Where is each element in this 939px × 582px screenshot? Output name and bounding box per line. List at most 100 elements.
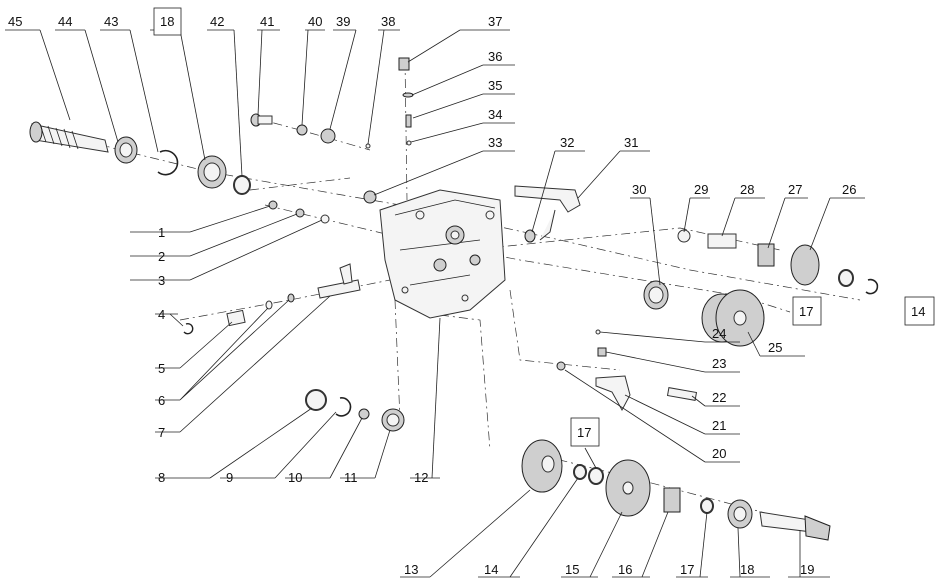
callout-15: 15 bbox=[565, 562, 579, 577]
callout-8: 8 bbox=[158, 470, 165, 485]
callout-28: 28 bbox=[740, 182, 754, 197]
part-shaft-45 bbox=[29, 121, 109, 153]
part-gear-26 bbox=[790, 244, 820, 286]
part-housing-12 bbox=[379, 189, 506, 319]
callout-3: 3 bbox=[158, 273, 165, 288]
callout-6: 6 bbox=[158, 393, 165, 408]
part-17c bbox=[700, 498, 714, 514]
part-sleeve-28 bbox=[707, 233, 737, 249]
callout-24: 24 bbox=[712, 326, 726, 341]
callout-25: 25 bbox=[768, 340, 782, 355]
part-pin-38 bbox=[365, 143, 371, 149]
callout-22: 22 bbox=[712, 390, 726, 405]
boxed-label-frames bbox=[153, 7, 935, 447]
part-gear-25 bbox=[701, 289, 765, 347]
part-5 bbox=[226, 309, 246, 327]
callout-labels: 45 44 43 18 42 41 40 39 38 37 36 35 34 3… bbox=[8, 14, 925, 577]
part-seal-44 bbox=[114, 136, 138, 164]
callout-29: 29 bbox=[694, 182, 708, 197]
callout-11: 11 bbox=[344, 470, 358, 485]
part-10 bbox=[358, 408, 370, 420]
part-20 bbox=[556, 361, 566, 371]
part-3 bbox=[320, 214, 330, 224]
part-gear-15 bbox=[605, 459, 651, 517]
callout-10: 10 bbox=[288, 470, 302, 485]
leader-lines bbox=[5, 29, 865, 578]
callout-9: 9 bbox=[226, 470, 233, 485]
part-2 bbox=[295, 208, 305, 218]
callout-41: 41 bbox=[260, 14, 274, 29]
part-bearing-27 bbox=[757, 243, 775, 267]
part-ring-42 bbox=[233, 175, 251, 195]
part-1 bbox=[268, 200, 278, 210]
part-24 bbox=[595, 329, 601, 335]
part-22 bbox=[666, 387, 698, 401]
part-8 bbox=[305, 389, 327, 411]
part-shift-shaft-7 bbox=[317, 263, 361, 299]
part-circlip-43 bbox=[157, 149, 179, 176]
callout-34: 34 bbox=[488, 107, 502, 122]
callout-39: 39 bbox=[336, 14, 350, 29]
callout-31: 31 bbox=[624, 135, 638, 150]
part-bearing-11 bbox=[381, 408, 405, 432]
callout-13: 13 bbox=[404, 562, 418, 577]
part-circlip-9 bbox=[335, 397, 352, 417]
callout-26: 26 bbox=[842, 182, 856, 197]
callout-45: 45 bbox=[8, 14, 22, 29]
callout-32: 32 bbox=[560, 135, 574, 150]
callout-5: 5 bbox=[158, 361, 165, 376]
part-21 bbox=[595, 375, 631, 412]
callout-23: 23 bbox=[712, 356, 726, 371]
callout-44: 44 bbox=[58, 14, 72, 29]
callout-17-boxed-right: 17 bbox=[799, 304, 813, 319]
parts bbox=[29, 57, 879, 541]
part-bolt-41 bbox=[250, 113, 273, 127]
callout-18-bottom: 18 bbox=[740, 562, 754, 577]
callout-16: 16 bbox=[618, 562, 632, 577]
callout-7: 7 bbox=[158, 425, 165, 440]
part-17b bbox=[588, 467, 604, 485]
part-ball-34 bbox=[406, 140, 412, 146]
callout-36: 36 bbox=[488, 49, 502, 64]
callout-1: 1 bbox=[158, 225, 165, 240]
callout-40: 40 bbox=[308, 14, 322, 29]
part-14b bbox=[573, 464, 587, 480]
callout-35: 35 bbox=[488, 78, 502, 93]
callout-38: 38 bbox=[381, 14, 395, 29]
callout-4: 4 bbox=[158, 307, 165, 322]
part-bearing-16 bbox=[663, 487, 681, 513]
part-bearing-18 bbox=[197, 155, 227, 189]
part-fork-31 bbox=[514, 185, 581, 213]
part-23 bbox=[597, 347, 607, 357]
callout-37: 37 bbox=[488, 14, 502, 29]
part-washer-17r bbox=[838, 269, 854, 287]
part-bearing-30 bbox=[643, 280, 669, 310]
part-bearing-18b bbox=[727, 499, 753, 529]
callout-33: 33 bbox=[488, 135, 502, 150]
part-32 bbox=[524, 229, 536, 243]
callout-17-boxed-bottom: 17 bbox=[577, 425, 591, 440]
callout-18-boxed: 18 bbox=[160, 14, 174, 29]
callout-20: 20 bbox=[712, 446, 726, 461]
part-pinion-19 bbox=[759, 511, 831, 541]
callout-2: 2 bbox=[158, 249, 165, 264]
callout-42: 42 bbox=[210, 14, 224, 29]
callout-17-bottom: 17 bbox=[680, 562, 694, 577]
part-plug-37 bbox=[398, 57, 410, 71]
part-washer-39 bbox=[320, 128, 336, 144]
part-oring-36 bbox=[402, 92, 414, 98]
callout-19: 19 bbox=[800, 562, 814, 577]
callout-43: 43 bbox=[104, 14, 118, 29]
part-clip-14r bbox=[865, 278, 879, 295]
callout-12: 12 bbox=[414, 470, 428, 485]
part-seal-33 bbox=[363, 190, 377, 204]
callout-30: 30 bbox=[632, 182, 646, 197]
part-6b bbox=[287, 293, 295, 303]
callout-27: 27 bbox=[788, 182, 802, 197]
part-spring-35 bbox=[405, 114, 412, 128]
callout-14-boxed-right: 14 bbox=[911, 304, 925, 319]
part-fork-arm bbox=[539, 209, 556, 241]
callout-21: 21 bbox=[712, 418, 726, 433]
